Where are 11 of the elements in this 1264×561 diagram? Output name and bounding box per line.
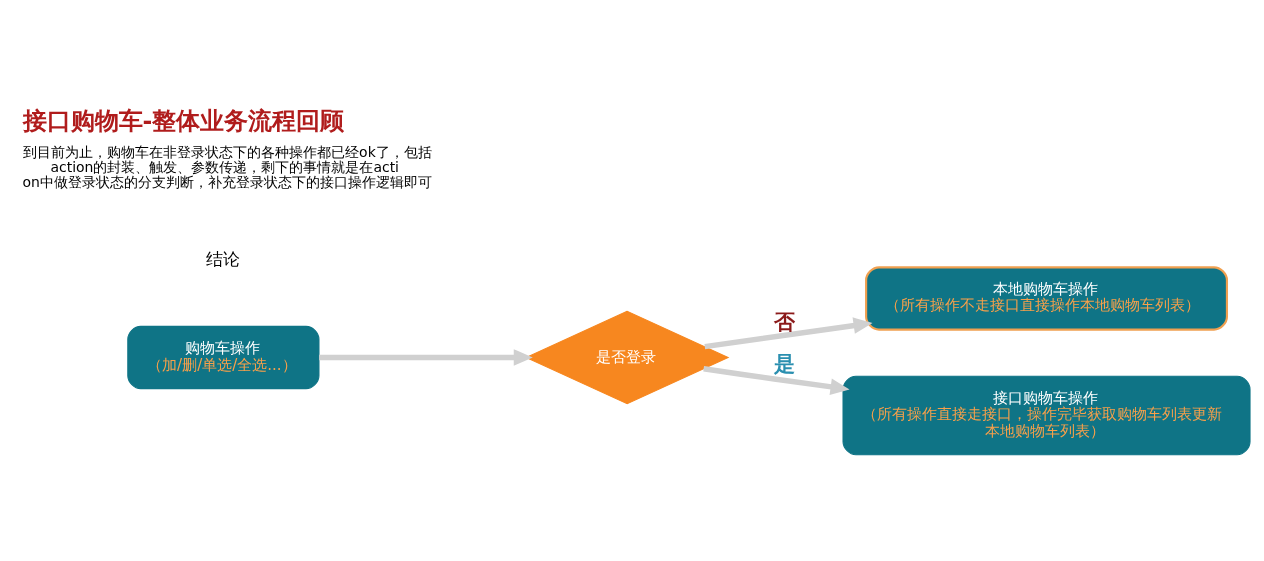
label: 结论: [206, 248, 241, 269]
label: 到目前为止，购物车在非登录状态下的各种操作都已经ok了，包括action的封装、触发、参数传递，剩下的事情就是在action中做登录状态的分支判断，补充登录状态下的接口操作逻辑即可: [22, 143, 432, 190]
edge-label: 是: [774, 350, 796, 376]
arrow: [703, 365, 850, 395]
edge-label: 否: [774, 308, 796, 334]
arrow: [704, 316, 873, 349]
arrow: [319, 348, 533, 366]
diagram-title: 接口购物车-整体业务流程回顾: [22, 106, 345, 135]
node-box: 购物车操作 （加/删/单选/全选...）: [127, 325, 320, 389]
node-box: 本地购物车操作 （所有操作不走接口直接操作本地购物车列表）: [865, 265, 1228, 331]
node-box: 接口购物车操作 （所有操作直接走接口，操作完毕获取购物车列表更新本地购物车列表）: [842, 375, 1251, 455]
